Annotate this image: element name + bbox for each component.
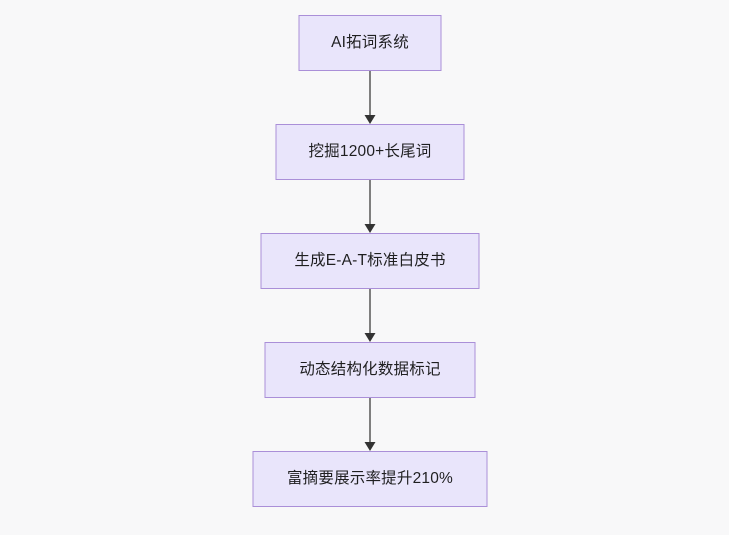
arrowhead-icon xyxy=(364,333,376,342)
flow-node-2[interactable]: 挖掘1200+长尾词 xyxy=(275,124,465,180)
flow-connector-3 xyxy=(362,289,378,342)
arrowhead-icon xyxy=(364,224,376,233)
flow-node-label: 生成E-A-T标准白皮书 xyxy=(294,252,446,270)
flow-node-label: 动态结构化数据标记 xyxy=(299,361,441,379)
flow-connector-1 xyxy=(362,71,378,124)
arrowhead-icon xyxy=(364,442,376,451)
flow-connector-2 xyxy=(362,180,378,233)
flow-node-label: AI拓词系统 xyxy=(331,34,409,52)
flow-node-label: 挖掘1200+长尾词 xyxy=(308,143,432,161)
flow-node-5[interactable]: 富摘要展示率提升210% xyxy=(252,451,488,507)
flow-connector-4 xyxy=(362,398,378,451)
arrowhead-icon xyxy=(364,115,376,124)
flow-node-1[interactable]: AI拓词系统 xyxy=(298,15,442,71)
flow-node-4[interactable]: 动态结构化数据标记 xyxy=(264,342,476,398)
flow-node-3[interactable]: 生成E-A-T标准白皮书 xyxy=(260,233,480,289)
flow-node-label: 富摘要展示率提升210% xyxy=(286,470,454,488)
